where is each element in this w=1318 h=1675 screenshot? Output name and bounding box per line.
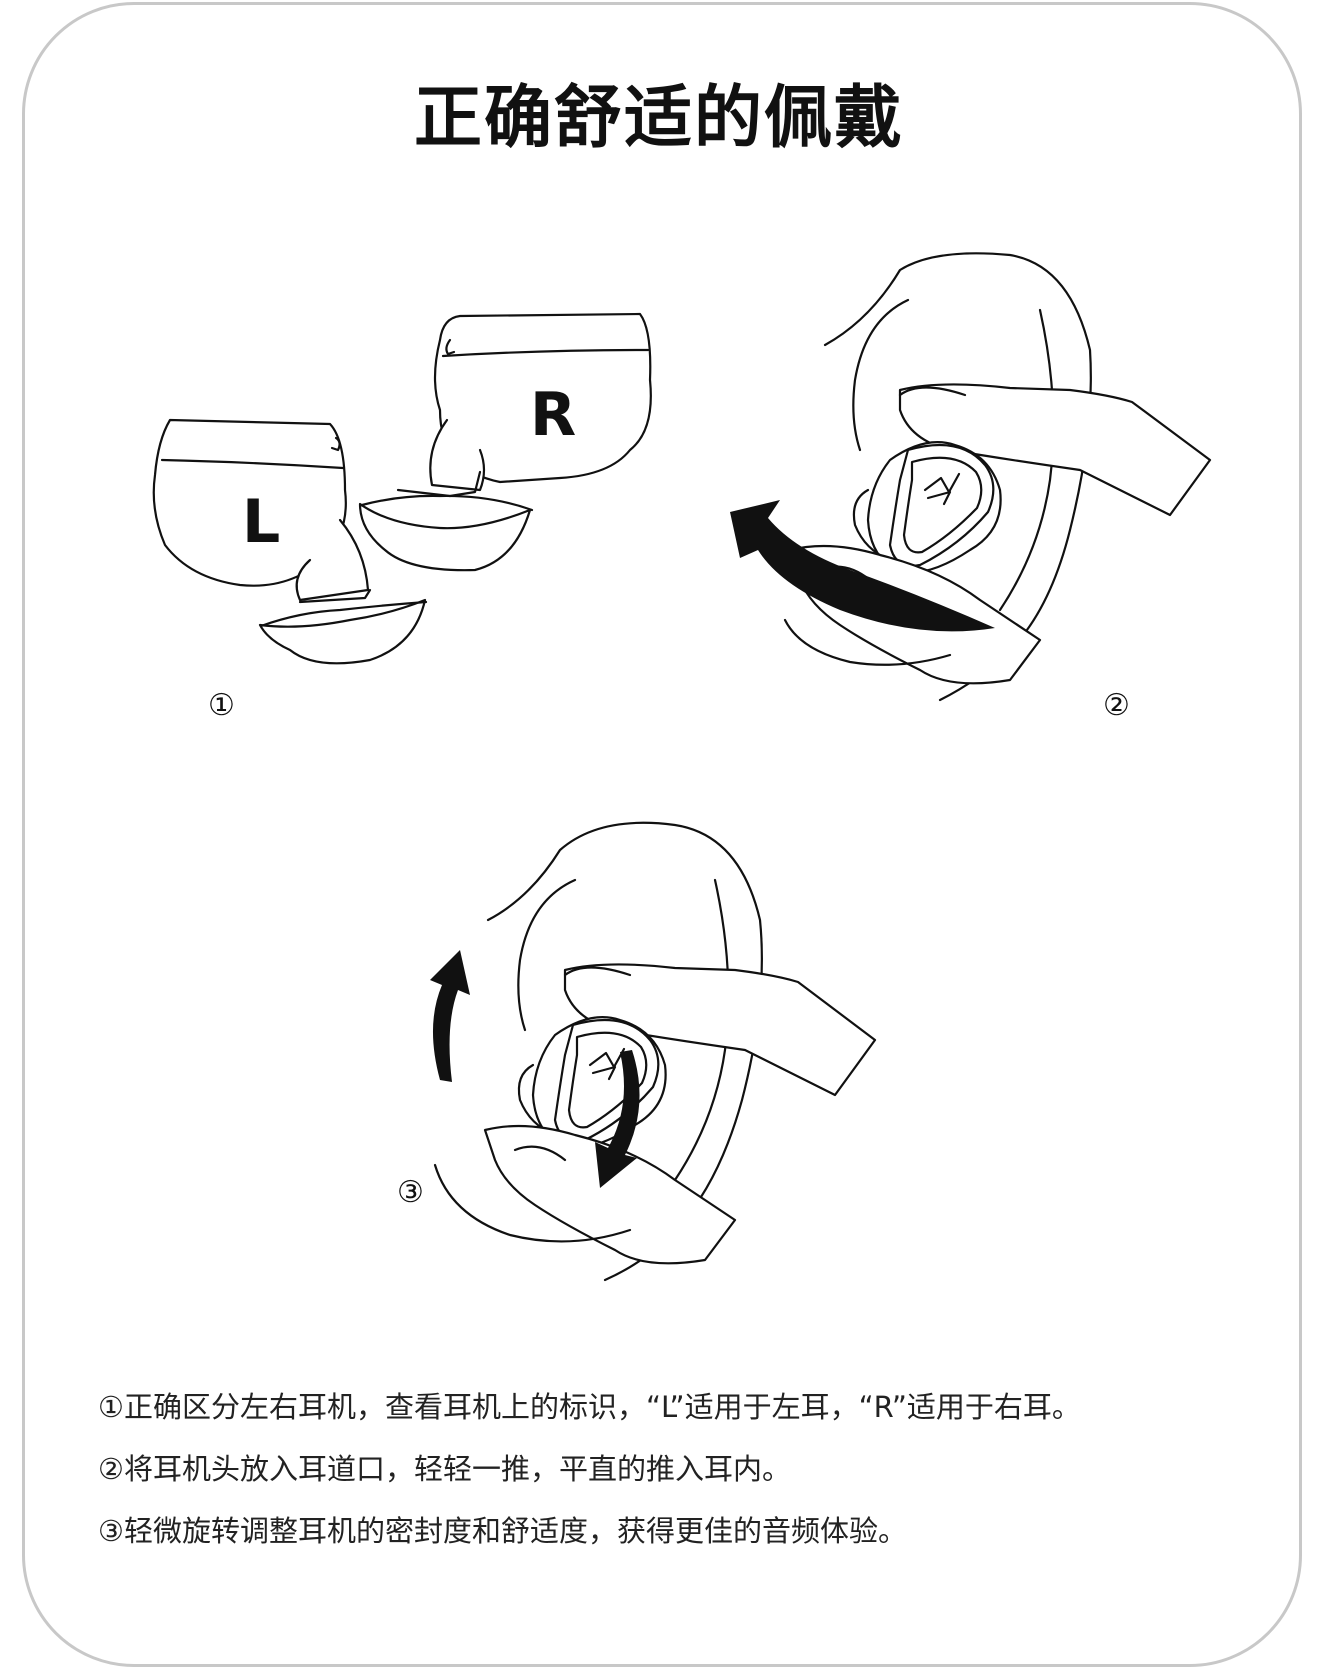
page-title: 正确舒适的佩戴 (0, 62, 1318, 161)
figure1-marker: ① (208, 688, 235, 723)
earbuds-illustration (140, 300, 660, 700)
insert-earbud-illustration (750, 250, 1220, 730)
right-earbud (360, 314, 651, 570)
step-3: ③轻微旋转调整耳机的密封度和舒适度，获得更佳的音频体验。 (98, 1500, 1278, 1562)
right-earbud-label: R (530, 380, 576, 450)
rotate-earbud-illustration (430, 820, 900, 1310)
figure3-marker: ③ (397, 1175, 424, 1210)
left-earbud-label: L (242, 487, 280, 557)
step-2: ②将耳机头放入耳道口，轻轻一推，平直的推入耳内。 (98, 1438, 1278, 1500)
step-1: ①正确区分左右耳机，查看耳机上的标识，“L”适用于左耳，“R”适用于右耳。 (98, 1376, 1278, 1438)
instruction-steps: ①正确区分左右耳机，查看耳机上的标识，“L”适用于左耳，“R”适用于右耳。 ②将… (98, 1376, 1278, 1562)
figure2-marker: ② (1103, 688, 1130, 723)
